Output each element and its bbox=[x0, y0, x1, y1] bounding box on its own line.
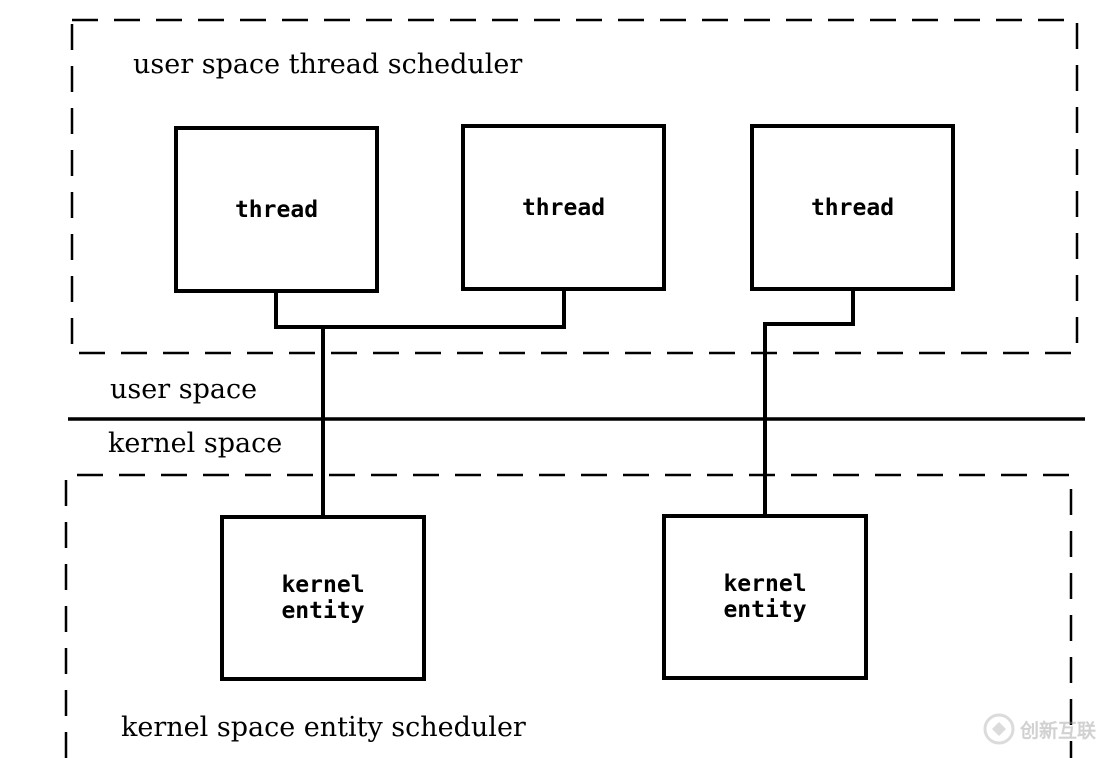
watermark-text: 创新互联 bbox=[1020, 719, 1097, 742]
thread-label: thread bbox=[234, 196, 319, 223]
watermark-logo-icon bbox=[983, 713, 1015, 745]
connector-thread-3-to-entity-2 bbox=[763, 290, 855, 516]
user-space-scheduler-label: user space thread scheduler bbox=[133, 49, 523, 80]
thread-box: thread bbox=[174, 126, 379, 293]
kernel-entity-label: kernel entity bbox=[281, 572, 365, 624]
watermark: 创新互联 bbox=[982, 712, 1096, 746]
kernel-entity-box: kernel entity bbox=[662, 514, 868, 680]
kernel-space-scheduler-label: kernel space entity scheduler bbox=[121, 712, 526, 743]
kernel-space-region bbox=[64, 473, 1073, 758]
kernel-space-label: kernel space bbox=[108, 428, 283, 459]
connector-threads-1-2-to-entity-1 bbox=[274, 290, 566, 517]
thread-box: thread bbox=[750, 124, 955, 291]
thread-label: thread bbox=[521, 194, 606, 221]
thread-label: thread bbox=[810, 194, 895, 221]
kernel-entity-label: kernel entity bbox=[723, 571, 807, 623]
user-space-label: user space bbox=[110, 374, 258, 405]
thread-box: thread bbox=[461, 124, 666, 291]
kernel-entity-box: kernel entity bbox=[220, 515, 426, 681]
